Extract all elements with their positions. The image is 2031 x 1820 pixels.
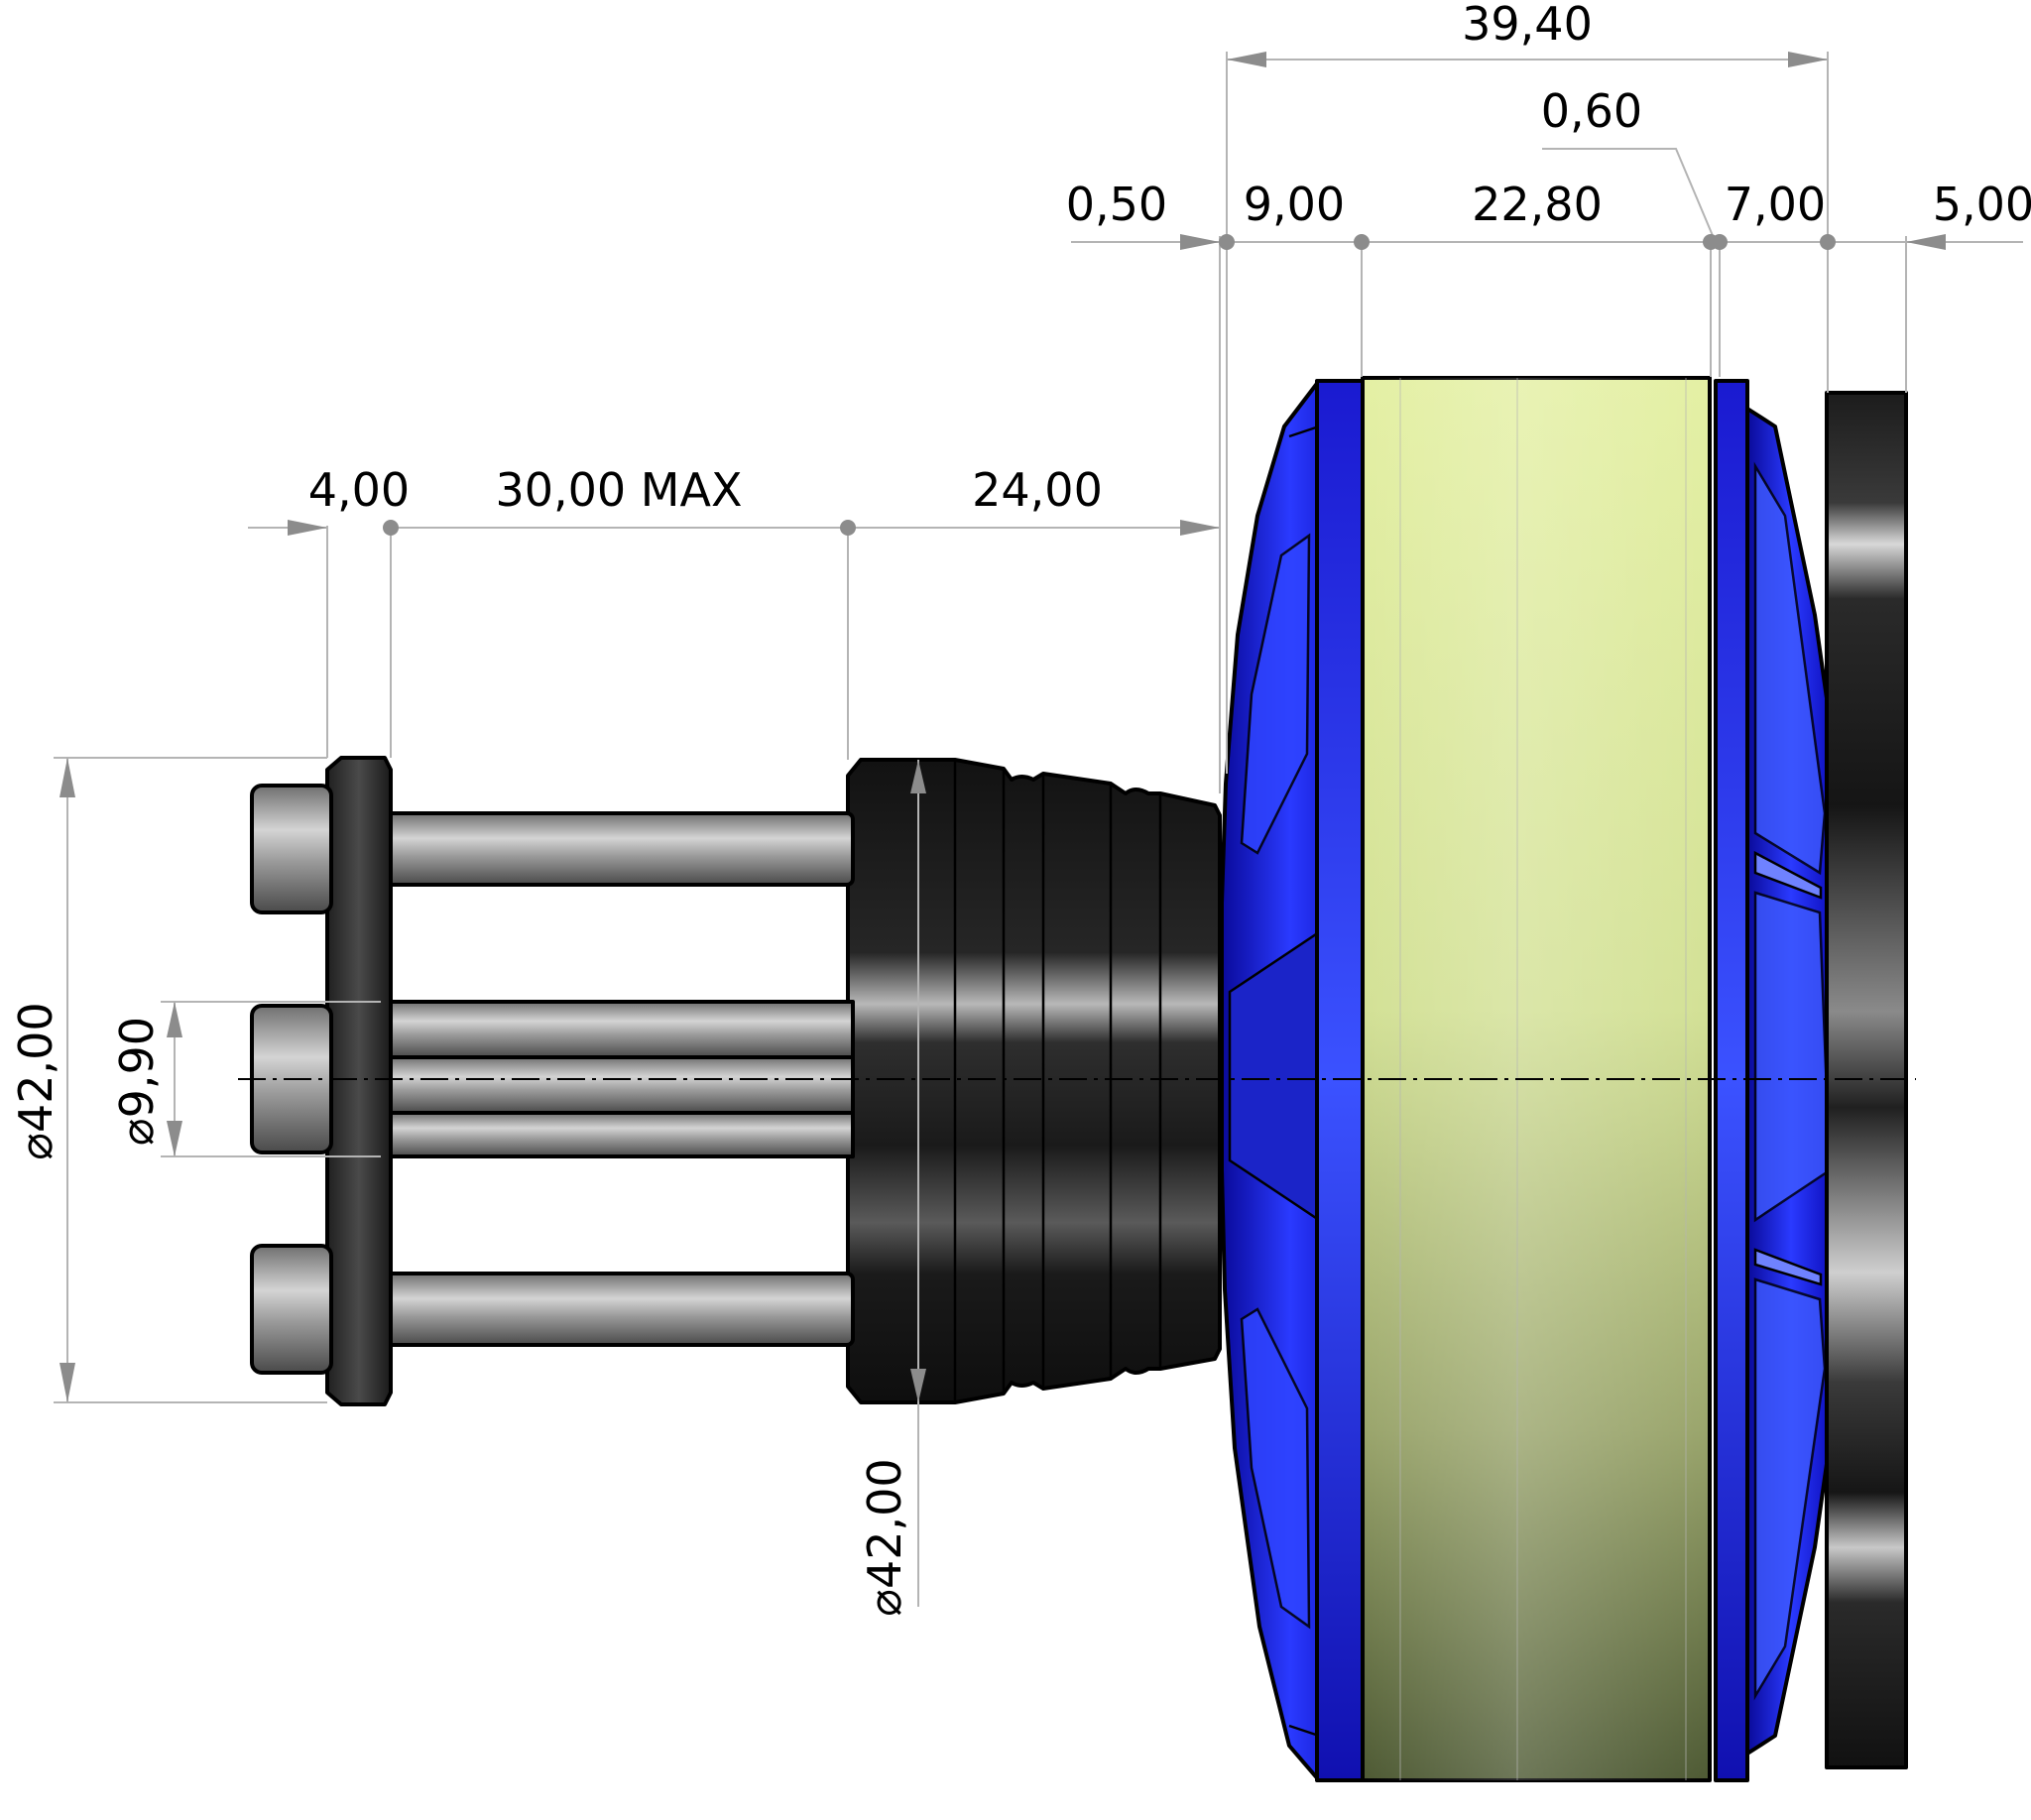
- cross-plate: [325, 756, 393, 1406]
- dim-air-gap: 0,60: [1541, 84, 1642, 138]
- rear-bell: [1714, 379, 1837, 1782]
- front-bell-rim: [1315, 379, 1365, 1782]
- dimension-annotations: 39,40 0,60 0,50 9,00 22,80 7,00 5,00 4,0…: [9, 0, 2031, 1617]
- dim-prop-adapter: 24,00: [972, 463, 1103, 517]
- dim-shaft-length-max: 30,00 MAX: [496, 463, 743, 517]
- dim-front-gap: 0,50: [1066, 178, 1167, 231]
- dim-bell-rear: 7,00: [1725, 178, 1826, 231]
- mount-rods: [379, 811, 855, 1347]
- dim-rear-mount: 5,00: [1933, 178, 2031, 231]
- prop-adapter: [846, 758, 1222, 1404]
- dim-diameter-adapter: ⌀42,00: [858, 1458, 911, 1616]
- motor-body: [238, 376, 1916, 1782]
- dim-diameter-shaft: ⌀9,90: [110, 1017, 164, 1146]
- front-bell: [1220, 379, 1365, 1782]
- dim-overall-length: 39,40: [1462, 0, 1593, 51]
- dim-cross-plate: 4,00: [308, 463, 410, 517]
- dim-bell-front: 9,00: [1244, 178, 1345, 231]
- stator-can: [1361, 376, 1712, 1782]
- dim-diameter-mount: ⌀42,00: [9, 1002, 62, 1159]
- dim-stator-length: 22,80: [1472, 178, 1603, 231]
